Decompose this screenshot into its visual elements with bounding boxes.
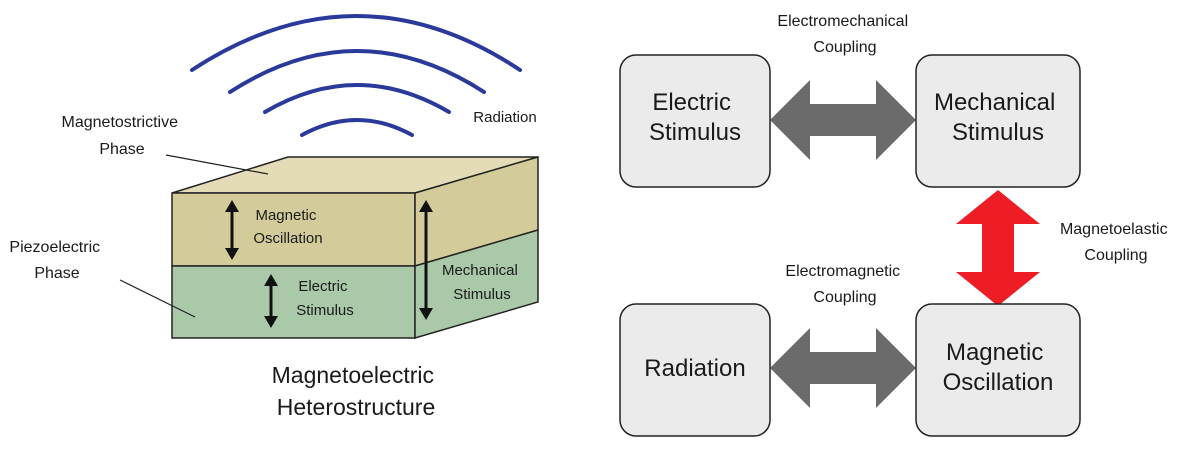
electromagnetic-double-arrow (770, 328, 916, 408)
magnetostrictive-leader-line (165, 154, 269, 175)
piezoelectric-phase-label: Piezoelectric Phase (9, 239, 104, 282)
magnetoelastic-double-arrow (956, 190, 1040, 306)
magnetic-oscillation-box (915, 303, 1081, 437)
magnetoelastic-coupling-label: Magnetoelastic Coupling (1060, 221, 1172, 264)
radiation-box-label: Radiation (644, 355, 745, 382)
magnetostrictive-phase-label: Magnetostrictive Phase (62, 114, 183, 158)
mechanical-stimulus-arrow (419, 200, 433, 320)
magnetic-oscillation-arrow (225, 200, 239, 260)
mechanical-stimulus-block-label: Mechanical Stimulus (442, 262, 522, 303)
electric-stimulus-box-label: Electric Stimulus (649, 89, 741, 146)
magnetic-oscillation-box-label: Magnetic Oscillation (943, 339, 1054, 396)
wave-arc-2 (263, 83, 451, 114)
piezoelectric-leader-line (119, 279, 196, 318)
mechanical-stimulus-box-label: Mechanical Stimulus (934, 89, 1062, 146)
wave-arc-3 (228, 49, 486, 94)
radiation-box (619, 303, 771, 437)
radiation-wave-label: Radiation (473, 109, 536, 126)
electric-stimulus-box (619, 54, 771, 188)
electromagnetic-coupling-label: Electromagnetic Coupling (785, 263, 904, 306)
coupling-diagram: Electric Stimulus Mechanical Stimulus Ra… (619, 13, 1172, 437)
electric-stimulus-arrow (264, 274, 278, 328)
wave-arc-4 (190, 14, 522, 72)
electromechanical-double-arrow (770, 80, 916, 160)
wave-arc-1 (300, 118, 414, 137)
magnetic-oscillation-block-label: Magnetic Oscillation (253, 207, 322, 247)
magnetostrictive-layer-front (171, 192, 416, 267)
heterostructure-illustration: Radiation Magnetostrictive Phase Piezoel… (9, 14, 539, 420)
heterostructure-caption: Magnetoelectric Heterostructure (272, 362, 441, 420)
electromechanical-coupling-label: Electromechanical Coupling (777, 13, 912, 56)
piezoelectric-layer-side (414, 228, 539, 340)
mechanical-stimulus-box (915, 54, 1081, 188)
radiation-waves (190, 14, 522, 137)
piezoelectric-layer-front (171, 265, 416, 339)
electric-stimulus-block-label: Electric Stimulus (296, 278, 354, 319)
